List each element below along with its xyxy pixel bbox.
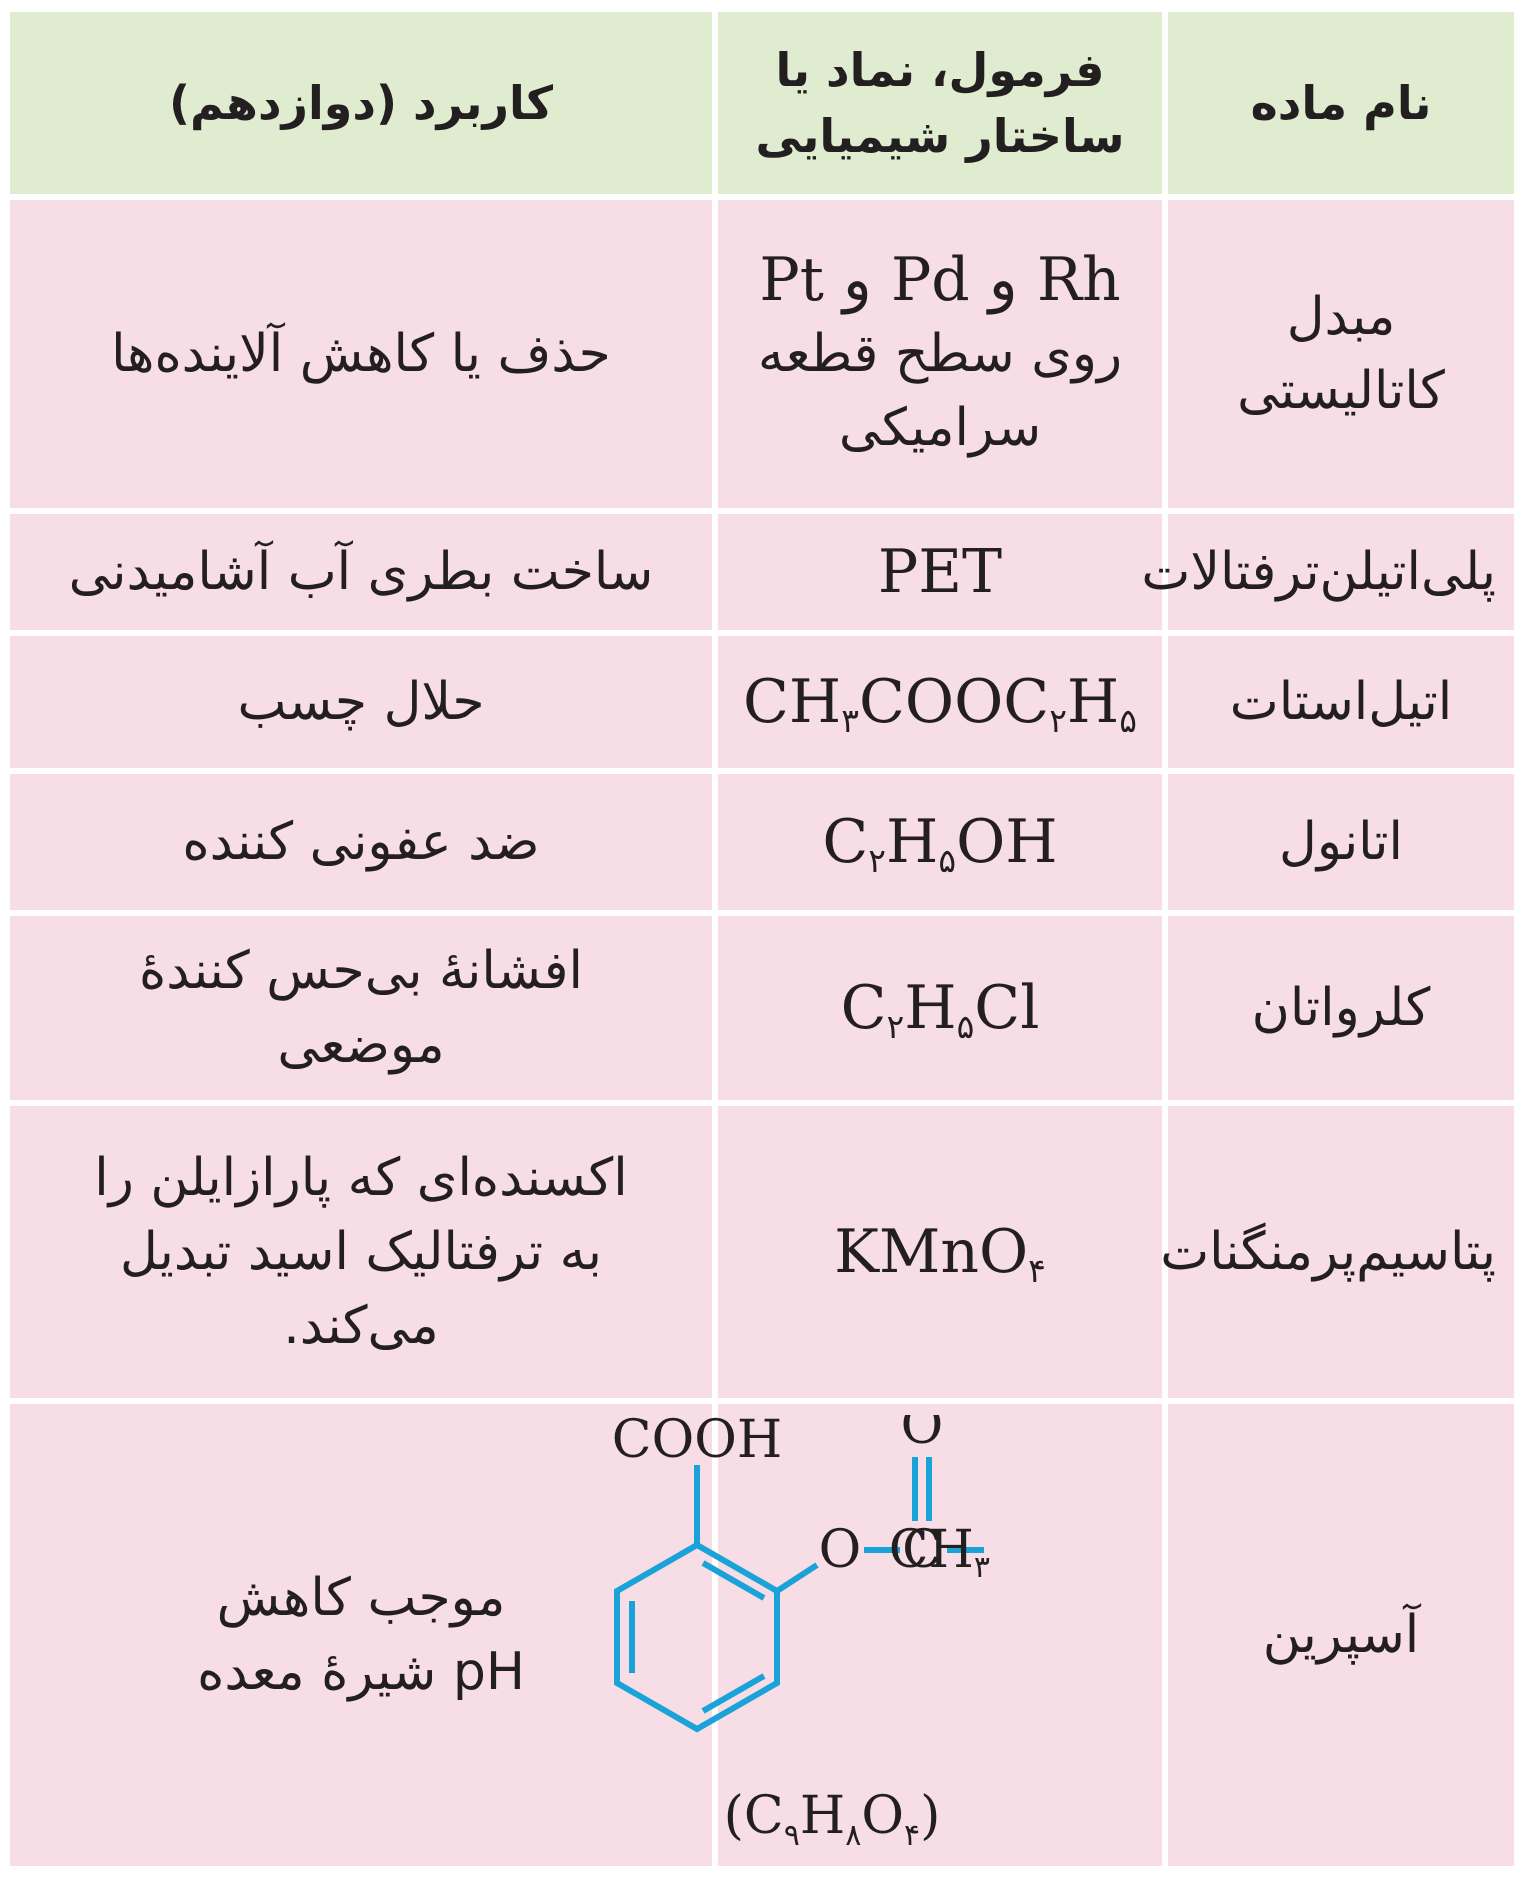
formula-text: CH۳COOC۲H۵ <box>743 667 1137 740</box>
cell-name: اتانول <box>1162 774 1514 916</box>
aspirin-structure: COOH O O C CH۳ (C۹H۸O۴) <box>602 1415 1162 1855</box>
table-row: اتانول C۲H۵OH ضد عفونی کننده <box>10 774 1514 916</box>
chemicals-table: نام ماده فرمول، نماد یا ساختار شیمیایی ک… <box>10 12 1514 1872</box>
cell-name: پلی‌اتیلن‌ترفتالات <box>1141 514 1514 636</box>
cooh-label: COOH <box>612 1415 782 1470</box>
cell-name: مبدل کاتالیستی <box>1162 200 1514 514</box>
cell-name: کلرواتان <box>1162 916 1514 1106</box>
cell-formula-structure: COOH O O C CH۳ (C۹H۸O۴) <box>612 1404 1162 1872</box>
formula-text: C۲H۵OH <box>822 807 1058 880</box>
cell-name: پتاسیم‌پرمنگنات <box>1160 1106 1514 1404</box>
molecular-formula: (C۹H۸O۴) <box>724 1786 941 1853</box>
cell-formula: PET <box>712 514 1162 636</box>
header-use: کاربرد (دوازدهم) <box>10 12 712 200</box>
cell-formula: Rh و Pd و Pt روی سطح قطعه سرامیکی <box>712 200 1162 514</box>
table-row: اتیل‌استات CH۳COOC۲H۵ حلال چسب <box>10 636 1514 774</box>
table-row: مبدل کاتالیستی Rh و Pd و Pt روی سطح قطعه… <box>10 200 1514 514</box>
cell-use: موجب کاهش pH شیرهٔ معده <box>10 1404 712 1872</box>
cell-formula: KMnO۴ <box>712 1106 1162 1404</box>
cell-use: ضد عفونی کننده <box>10 774 712 916</box>
ester-oxygen-label: O <box>819 1520 862 1580</box>
cell-formula: C۲H۵Cl <box>712 916 1162 1106</box>
cell-formula: CH۳COOC۲H۵ <box>712 636 1162 774</box>
formula-text: C۲H۵Cl <box>840 973 1040 1046</box>
carbonyl-oxygen-label: O <box>901 1415 944 1456</box>
benzene-ring <box>614 1457 984 1733</box>
header-formula: فرمول، نماد یا ساختار شیمیایی <box>712 12 1162 200</box>
table-row: پلی‌اتیلن‌ترفتالات PET ساخت بطری آب آشام… <box>10 514 1514 636</box>
formula-text: KMnO۴ <box>834 1217 1046 1290</box>
cell-use: حلال چسب <box>10 636 712 774</box>
cell-name: آسپرین <box>1162 1404 1514 1872</box>
carbonyl-carbon-label: C <box>902 1520 942 1580</box>
aspirin-structure-svg: COOH O O C CH۳ (C۹H۸O۴) <box>612 1415 990 1853</box>
table-row: پتاسیم‌پرمنگنات KMnO۴ اکسنده‌ای که پاراز… <box>10 1106 1514 1404</box>
header-name: نام ماده <box>1162 12 1514 200</box>
cell-use: اکسنده‌ای که پارازایلن را به ترفتالیک اس… <box>10 1106 712 1404</box>
cell-use: افشانهٔ بی‌حس کنندهٔ موضعی <box>10 916 712 1106</box>
methyl-label: CH۳ <box>889 1520 990 1585</box>
cell-name: اتیل‌استات <box>1162 636 1514 774</box>
cell-use: حذف یا کاهش آلاینده‌ها <box>10 200 712 514</box>
header-row: نام ماده فرمول، نماد یا ساختار شیمیایی ک… <box>10 12 1514 200</box>
table-row: آسپرین <box>10 1404 1514 1872</box>
ring-oxygen-bond <box>775 1562 819 1594</box>
cell-formula: C۲H۵OH <box>712 774 1162 916</box>
cell-use: ساخت بطری آب آشامیدنی <box>10 514 712 636</box>
table-row: کلرواتان C۲H۵Cl افشانهٔ بی‌حس کنندهٔ موض… <box>10 916 1514 1106</box>
